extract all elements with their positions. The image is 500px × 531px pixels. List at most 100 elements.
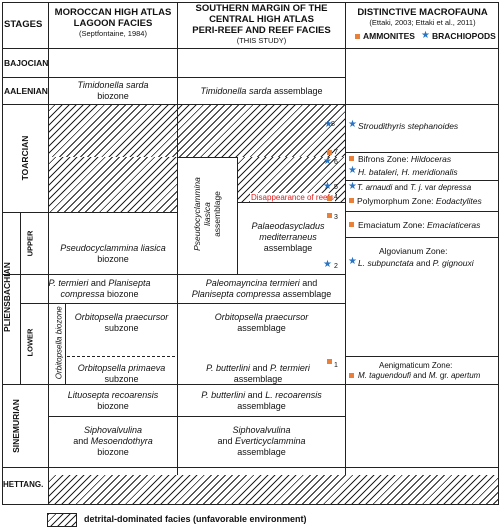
upper-lower-split: [2, 274, 20, 275]
header-lagoon: MOROCCAN HIGH ATLAS LAGOON FACIES (Septf…: [49, 7, 177, 38]
strou-icon: ★: [348, 119, 357, 130]
peri-pseudocyclammina: Pseudocyclammina liasica assemblage: [192, 177, 222, 251]
legend-hatch-swatch: [47, 513, 77, 527]
level-3: 3: [334, 214, 338, 221]
header-macro-source: (Ettaki, 2003; Ettaki et al., 2011): [369, 18, 476, 27]
legend-brachiopods: BRACHIOPODS: [432, 31, 496, 41]
termieri-bottom: [20, 303, 345, 304]
fauna-line-1: [345, 152, 499, 153]
stage-sinemurian: SINEMURIAN: [11, 399, 21, 453]
pseudo-box-right: [237, 157, 238, 274]
peri-paleomayncina: Paleomayncina termieri and Planisepta co…: [191, 278, 332, 299]
brachiopod-legend-icon: ★: [421, 30, 430, 41]
level-8: 8: [331, 121, 335, 128]
peri-timidonella: Timidonella sarda assemblage: [200, 86, 323, 96]
header-peri-line1: SOUTHERN MARGIN OF THE: [195, 3, 328, 14]
bataleri-icon: ★: [348, 165, 357, 176]
ammonite-marker-7: [327, 150, 332, 155]
bifrons-icon: [349, 156, 354, 161]
ammonite-legend-icon: [355, 34, 360, 39]
col-divider-3: [345, 2, 346, 475]
bajocian-bottom: [2, 77, 345, 78]
header-peri-reef: SOUTHERN MARGIN OF THE CENTRAL HIGH ATLA…: [178, 3, 345, 45]
brachiopod-marker-6: ★: [323, 156, 332, 167]
pliens-bottom: [2, 384, 345, 385]
stage-bajocian: BAJOCIAN: [4, 58, 49, 68]
orbito-biozone-divider: [65, 303, 66, 384]
peri-butterlini-termieri: P. butterlini and P. termieri assemblage: [206, 363, 310, 384]
level-7: 7: [334, 149, 338, 156]
level-5: 5: [334, 184, 338, 191]
brachiopod-marker-8: ★: [324, 119, 333, 130]
tarnaudi-icon: ★: [348, 181, 357, 192]
praecursor-primaeva-dashed: [67, 356, 175, 357]
fauna-algovianum: Algovianum Zone:: [379, 246, 448, 256]
stage-hettang: HETTANG.: [3, 480, 44, 489]
lsubp-icon: ★: [348, 256, 357, 267]
substage-divider: [20, 212, 21, 384]
pseudo-box-top: [177, 157, 237, 158]
detrital-hatch-hettang: [48, 475, 498, 504]
header-macro-line1: DISTINCTIVE MACROFAUNA: [357, 7, 488, 18]
lagoon-siphovalvulina: Siphovalvulina and Mesoendothyra biozone: [73, 425, 153, 457]
col-divider-2: [177, 2, 178, 475]
brachiopod-marker-2: ★: [323, 259, 332, 270]
fauna-line-4: [345, 237, 499, 238]
header-peri-line2: CENTRAL HIGH ATLAS: [209, 14, 314, 25]
level-4: 4: [334, 194, 338, 201]
stage-toarcian: TOARCIAN: [20, 135, 30, 181]
upper-pliens-bottom: [20, 274, 345, 275]
emaciatum-icon: [349, 222, 354, 227]
fauna-stroudithyris: Stroudithyris stephanoides: [358, 121, 459, 131]
fauna-bataleri: H. bataleri, H. meridionalis: [358, 167, 458, 177]
substage-upper: UPPER: [25, 230, 35, 257]
header-lagoon-line1: MOROCCAN HIGH ATLAS: [54, 7, 172, 18]
toarcian-bottom-left: [2, 212, 177, 213]
reef-line: [237, 202, 345, 203]
peri-palaeodasycladus: Palaeodasycladus mediterraneus assemblag…: [251, 221, 325, 253]
level-2: 2: [334, 263, 338, 270]
header-peri-source: (THIS STUDY): [236, 36, 287, 45]
fauna-aenigmaticum: Aenigmaticum Zone:: [379, 361, 453, 370]
aenigma-icon: [349, 373, 354, 378]
legend-ammonites: AMMONITES: [363, 31, 415, 41]
lituosepta-bottom: [48, 416, 345, 417]
lagoon-orbitopsella-biozone: Orbitopsella biozone: [54, 306, 64, 380]
detrital-hatch-left: [48, 104, 345, 157]
substage-lower: LOWER: [25, 328, 35, 357]
table-bottom: [2, 504, 499, 505]
fauna-taguendoufi: M. taguendoufi and M. gr. apertum: [358, 371, 481, 380]
col-divider-1: [48, 2, 49, 504]
fauna-line-5: [345, 356, 499, 357]
disappearance-of-reefs: Disappearance of reefs: [250, 193, 335, 202]
polymorphum-icon: [349, 198, 354, 203]
header-lagoon-source: (Septfontaine, 1984): [79, 29, 147, 38]
peri-siphovalvulina: Siphovalvulina and Everticyclammina asse…: [217, 425, 306, 457]
header-lagoon-line2: LAGOON FACIES: [73, 18, 153, 29]
legend-detrital: detrital-dominated facies (unfavorable e…: [84, 514, 307, 524]
ammonite-marker-3: [327, 213, 332, 218]
header-peri-line3: PERI-REEF AND REEF FACIES: [192, 25, 331, 36]
fauna-line-3: [345, 211, 499, 212]
header-stages: STAGES: [4, 19, 43, 30]
fauna-tarnaudi: T. arnaudi and T. j. var depressa: [357, 183, 472, 192]
peri-butterlini-recoarensis: P. butterlini and L. recoarensis assembl…: [201, 390, 322, 411]
lagoon-ptermieri: P. termieri and Planisepta compressa bio…: [48, 278, 151, 299]
sinemurian-bottom: [2, 467, 499, 468]
ammonite-marker-4: [327, 196, 332, 201]
aalenian-bottom: [2, 104, 499, 105]
fauna-bifrons: Bifrons Zone: Hildoceras: [358, 154, 452, 164]
level-1: 1: [334, 362, 338, 369]
header-macrofauna: DISTINCTIVE MACROFAUNA (Ettaki, 2003; Et…: [346, 7, 499, 27]
fauna-polymorphum: Polymorphum Zone: Eodactylites: [357, 196, 482, 206]
fauna-emaciatum: Emaciatum Zone: Emaciaticeras: [358, 220, 481, 230]
fauna-line-2: [345, 180, 499, 181]
level-6: 6: [334, 159, 338, 166]
ammonite-marker-1: [327, 359, 332, 364]
fauna-subpunctata: L. subpunctata and P. gignouxi: [358, 258, 474, 268]
